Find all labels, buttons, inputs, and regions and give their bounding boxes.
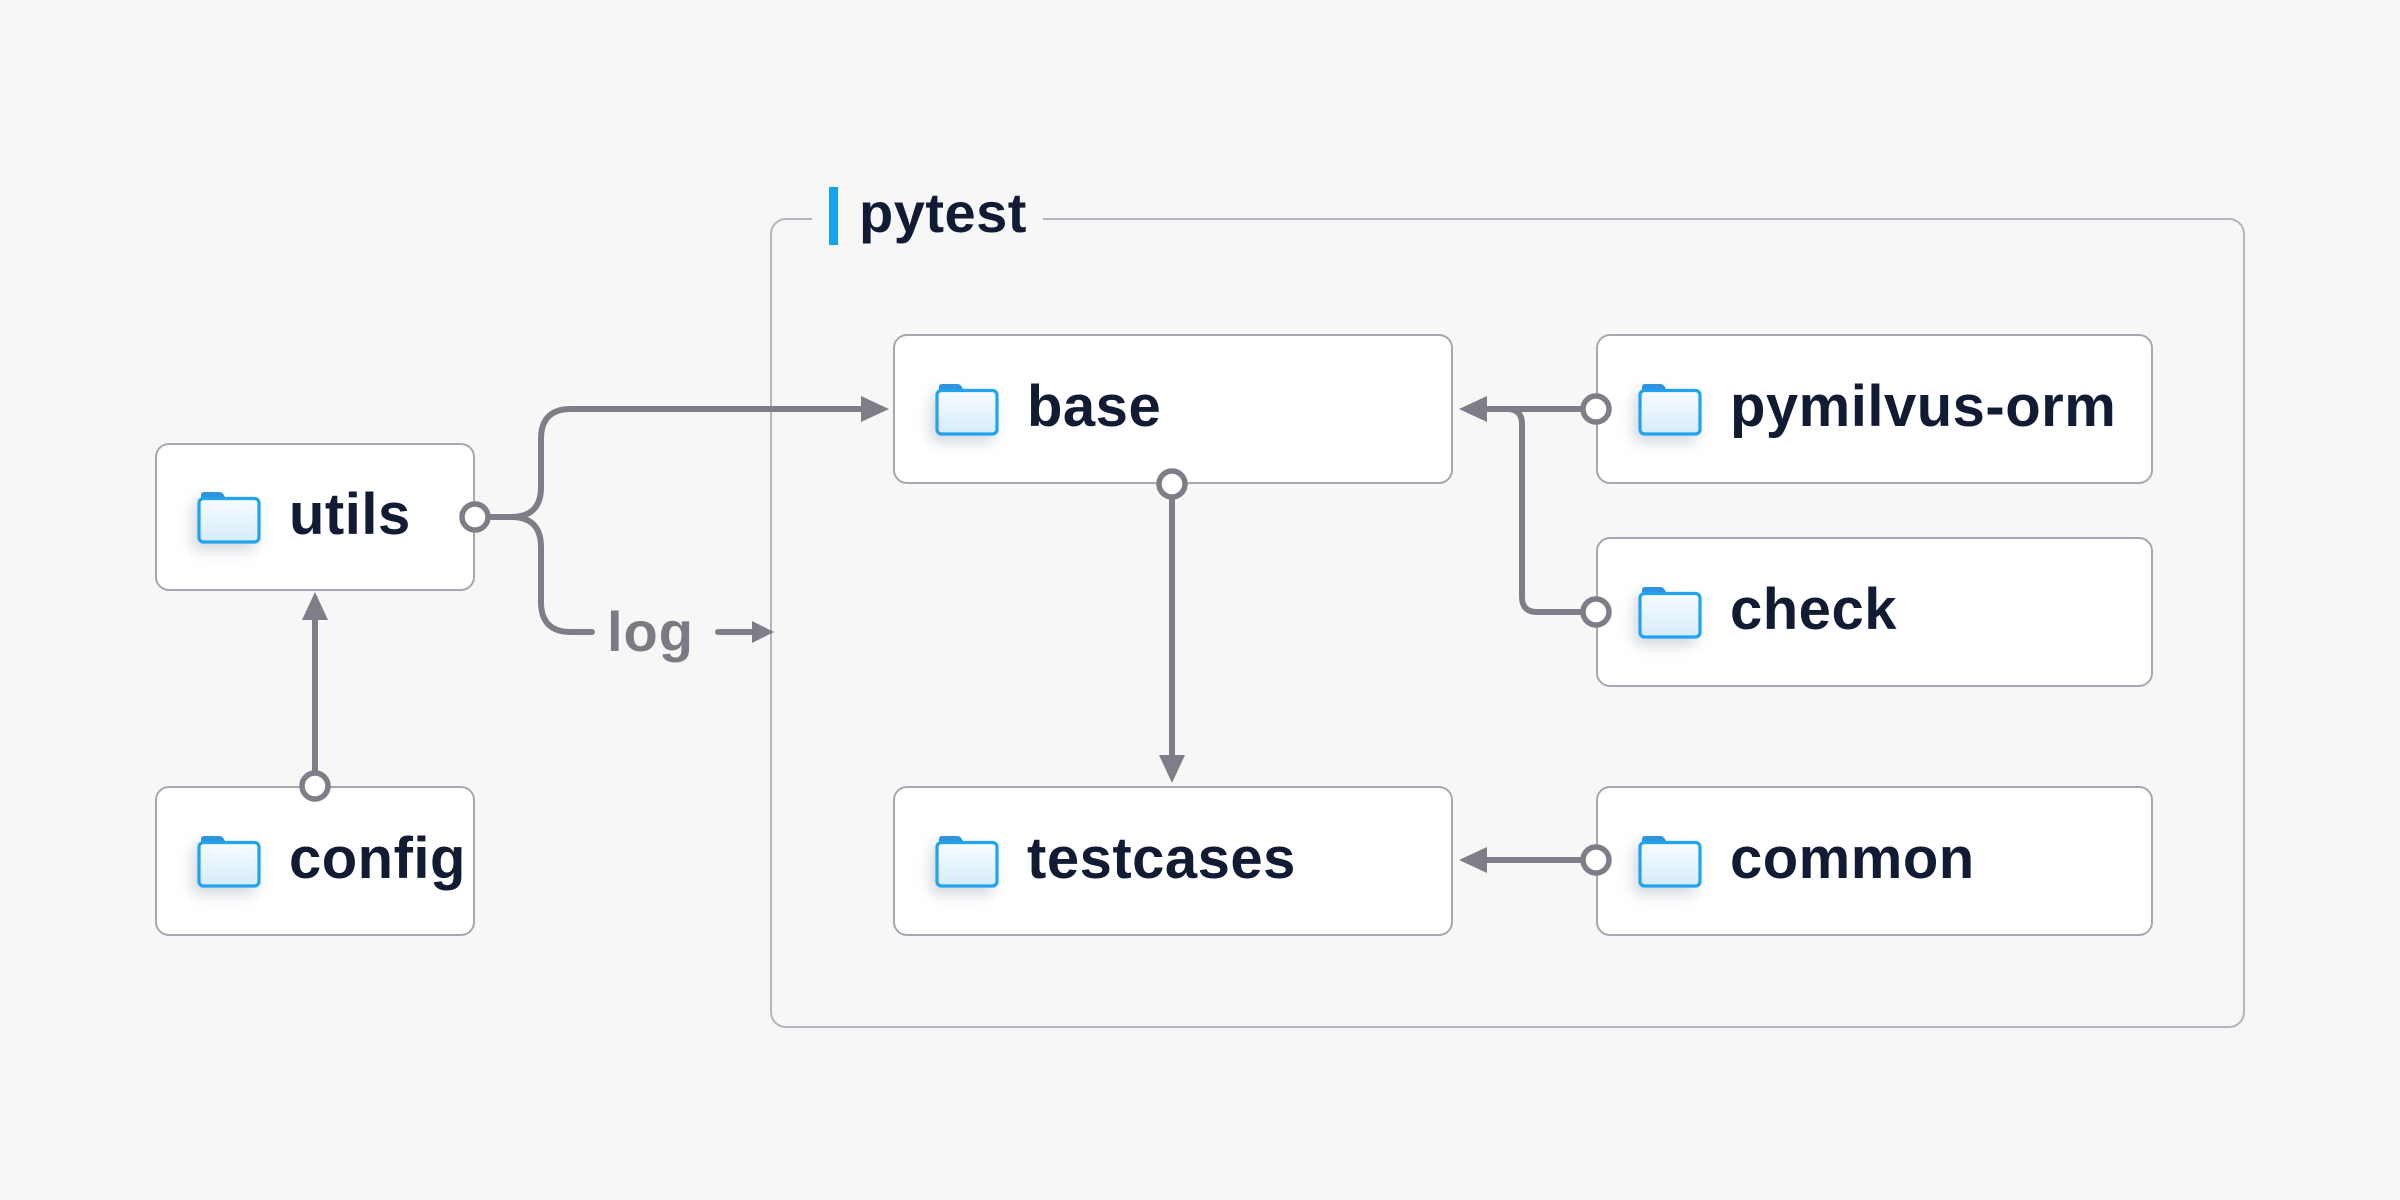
node-common: common: [1596, 786, 2153, 936]
node-label: base: [1027, 373, 1162, 439]
arrow-right-icon: [714, 621, 774, 643]
pytest-group-title: pytest: [859, 181, 1027, 244]
edge-config-utils: [299, 592, 331, 802]
node-pymilvus-orm: pymilvus-orm: [1596, 334, 2153, 484]
node-config: config: [155, 786, 475, 936]
pytest-group-container: [770, 218, 2245, 1028]
node-label: check: [1730, 576, 1897, 642]
node-label: pymilvus-orm: [1730, 373, 2117, 439]
node-label: config: [289, 825, 466, 891]
log-edge-label: log: [607, 604, 776, 660]
folder-icon: [1638, 585, 1702, 639]
pytest-group-label: pytest: [812, 185, 1043, 247]
node-check: check: [1596, 537, 2153, 687]
edge-utils-log: [459, 501, 595, 635]
node-label: common: [1730, 825, 1975, 891]
node-testcases: testcases: [893, 786, 1453, 936]
accent-bar-icon: [829, 187, 838, 245]
node-label: utils: [289, 481, 411, 547]
folder-icon: [197, 834, 261, 888]
folder-icon: [197, 490, 261, 544]
node-base: base: [893, 334, 1453, 484]
folder-icon: [1638, 382, 1702, 436]
folder-icon: [1638, 834, 1702, 888]
folder-icon: [935, 834, 999, 888]
log-edge-text: log: [607, 600, 694, 663]
node-utils: utils: [155, 443, 475, 591]
folder-icon: [935, 382, 999, 436]
node-label: testcases: [1027, 825, 1296, 891]
